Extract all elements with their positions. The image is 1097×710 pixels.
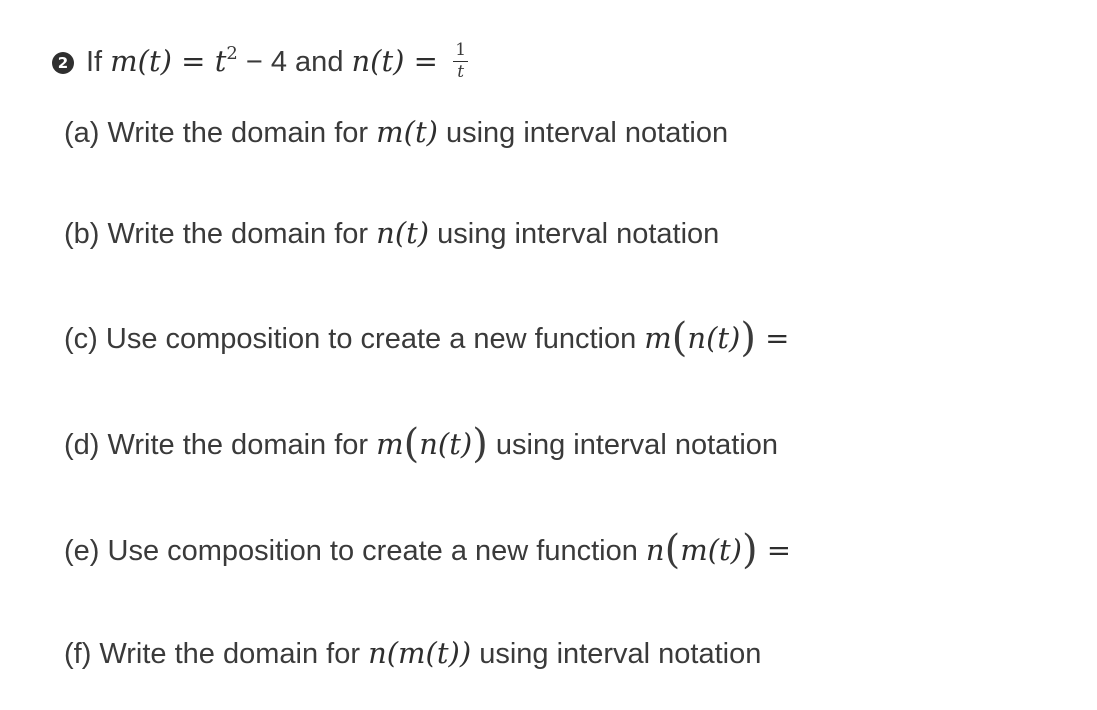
part-e-label: (e) Use composition to create a new func… <box>64 535 646 567</box>
part-c: (c) Use composition to create a new func… <box>64 318 790 358</box>
part-d: (d) Write the domain for m(n(t)) using i… <box>64 424 779 464</box>
part-b-label: (b) Write the domain for <box>64 218 377 250</box>
part-b-suffix: using interval notation <box>429 218 720 250</box>
right-paren: ) <box>741 527 758 573</box>
part-b: (b) Write the domain for n(t) using inte… <box>64 219 719 249</box>
part-a-function: m(t) <box>376 115 438 149</box>
part-b-function: n(t) <box>376 216 430 250</box>
right-paren: ) <box>740 315 756 361</box>
part-e-outer-function: n <box>645 533 665 567</box>
n-function-name: n(t) <box>351 44 405 79</box>
part-d-inner-function: n(t) <box>419 427 473 461</box>
part-a-suffix: using interval notation <box>437 117 729 149</box>
fraction-denominator: t <box>457 62 465 82</box>
left-paren: ( <box>671 315 688 361</box>
part-d-outer-function: m <box>376 427 404 461</box>
part-d-suffix: using interval notation <box>487 429 779 461</box>
part-c-label: (c) Use composition to create a new func… <box>64 323 645 355</box>
intro-prefix: If <box>86 46 111 79</box>
right-paren: ) <box>472 421 488 467</box>
part-f: (f) Write the domain for n(m(t)) using i… <box>64 639 761 669</box>
problem-number-badge: 2 <box>52 52 74 75</box>
equals-sign-2: = <box>404 44 448 79</box>
part-e-suffix: = <box>757 533 792 567</box>
t-variable: t <box>214 44 227 79</box>
m-function-name: m(t) <box>110 44 172 79</box>
exponent: 2 <box>226 43 238 65</box>
part-f-function: n(m(t)) <box>368 636 472 670</box>
minus-four: − 4 <box>237 46 287 79</box>
part-e-inner-function: m(t) <box>680 533 742 567</box>
part-c-outer-function: m <box>644 321 672 355</box>
part-f-label: (f) Write the domain for <box>64 638 369 670</box>
part-c-suffix: = <box>755 321 790 355</box>
part-e: (e) Use composition to create a new func… <box>64 530 792 570</box>
part-c-inner-function: n(t) <box>687 321 741 355</box>
left-paren: ( <box>403 421 420 467</box>
left-paren: ( <box>664 527 681 573</box>
part-d-label: (d) Write the domain for <box>64 429 377 461</box>
part-f-suffix: using interval notation <box>471 638 762 670</box>
part-a: (a) Write the domain for m(t) using inte… <box>64 118 728 148</box>
fraction-numerator: 1 <box>453 40 469 62</box>
and-word: and <box>287 46 352 79</box>
part-a-label: (a) Write the domain for <box>64 117 377 149</box>
equals-sign-1: = <box>171 44 215 79</box>
